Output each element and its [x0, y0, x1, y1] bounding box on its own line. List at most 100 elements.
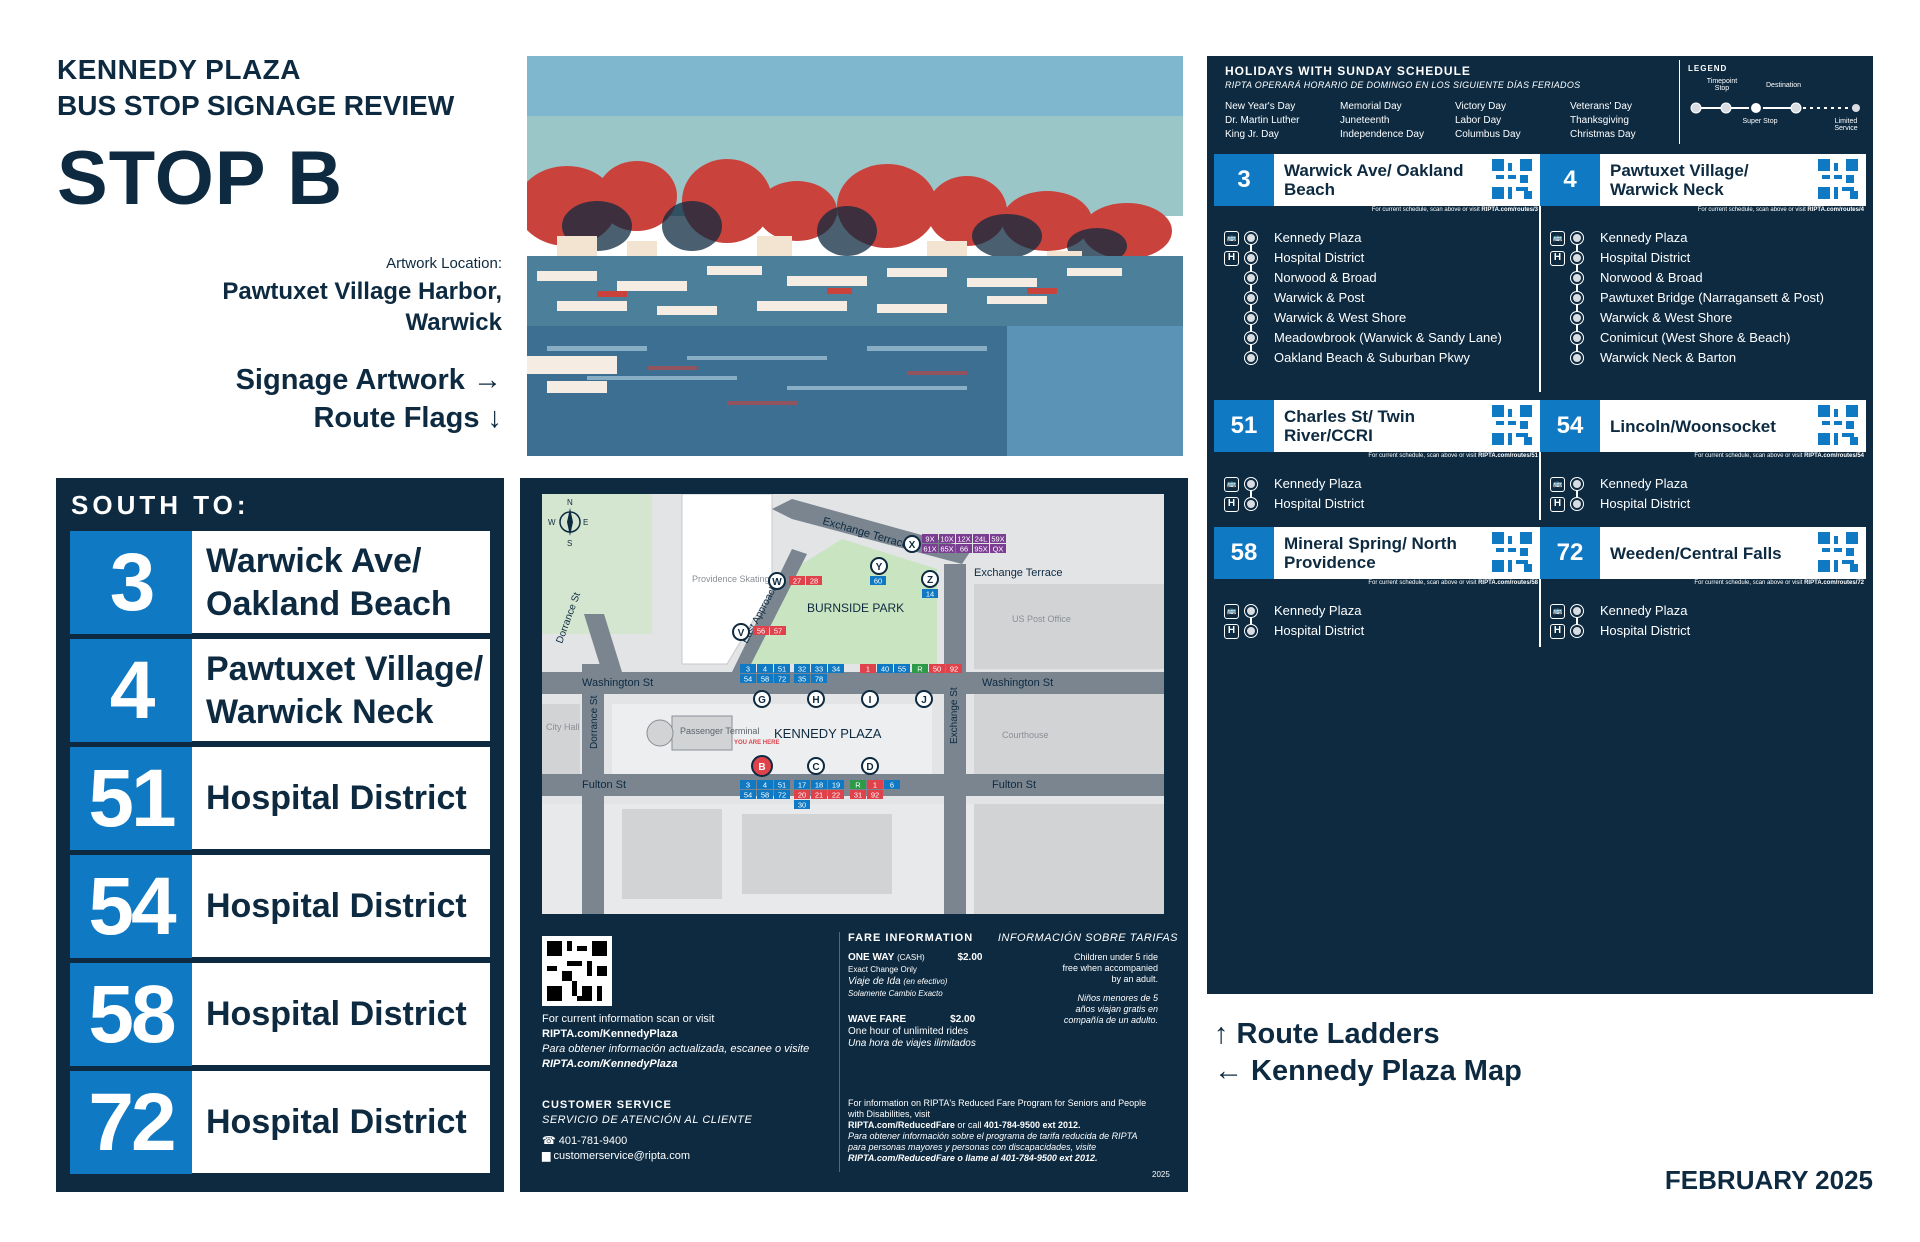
stop-name: Oakland Beach & Suburban Pkwy [1274, 350, 1470, 365]
route-number: 58 [1214, 527, 1274, 579]
washington-st-label: Washington St [582, 677, 653, 689]
hospital-icon: H [1550, 497, 1565, 512]
one-way-es2: (en efectivo) [903, 977, 948, 986]
stop-letter-i: I [869, 695, 872, 706]
route-number: 51 [1214, 400, 1274, 452]
stop-dot [1245, 292, 1257, 304]
stop-dot [1571, 252, 1583, 264]
route-flag-number: 4 [70, 639, 192, 742]
stop-name: Kennedy Plaza [1600, 230, 1688, 245]
route-flag-destination: Hospital District [206, 779, 467, 817]
route-box [740, 790, 756, 799]
reduced-es: Para obtener información sobre el progra… [848, 1131, 1138, 1152]
route-box [870, 576, 886, 585]
customer-service: CUSTOMER SERVICE SERVICIO DE ATENCIÓN AL… [542, 1098, 752, 1164]
stop-marker-d [861, 757, 879, 775]
stop-dot [1245, 232, 1257, 244]
route-box [912, 664, 928, 673]
route-box [806, 576, 822, 585]
route-box-label: 51 [778, 781, 786, 790]
qr-code-icon[interactable] [1818, 159, 1858, 199]
kennedy-plaza-map-panel: Washington St Washington St Fulton St Fu… [520, 478, 1188, 1192]
stop-dot [1571, 292, 1583, 304]
qr-code-icon[interactable] [1492, 159, 1532, 199]
holiday: Veterans' Day [1570, 101, 1632, 112]
stop-name: Warwick & Post [1274, 290, 1365, 305]
wave-fare: WAVE FARE [848, 1014, 907, 1025]
route-box [922, 534, 938, 543]
route-box [774, 674, 790, 683]
qr-code-icon[interactable] [542, 936, 612, 1006]
hospital-icon: H [1224, 251, 1239, 266]
info-es: Para obtener información actualizada, es… [542, 1043, 810, 1055]
stop-name: Kennedy Plaza [1274, 603, 1362, 618]
legend-limited: Limited Service [1834, 118, 1858, 132]
one-way-es: Viaje de Ida [848, 976, 901, 987]
route-box-label: 58 [761, 675, 769, 684]
burnside-park [747, 539, 937, 664]
route-box-label: 14 [926, 590, 934, 599]
holiday: Christmas Day [1570, 129, 1636, 140]
route-url[interactable]: RIPTA.com/routes/3 [1481, 207, 1538, 213]
route-url[interactable]: RIPTA.com/routes/72 [1804, 580, 1864, 586]
legend-destination: Destination [1766, 82, 1802, 89]
compass-icon: N S E W [548, 498, 588, 548]
fulton-st-label: Fulton St [582, 779, 626, 791]
route-url[interactable]: RIPTA.com/routes/58 [1478, 580, 1538, 586]
stop-name: Norwood & Broad [1600, 270, 1703, 285]
route-box [956, 544, 972, 553]
reduced-fare: For information on RIPTA's Reduced Fare … [848, 1098, 1148, 1164]
legend-super: Super Stop [1742, 118, 1778, 125]
cs-phone[interactable]: 401-781-9400 [558, 1135, 628, 1147]
stop-name: Hospital District [1600, 250, 1691, 265]
route-box-label: 54 [744, 791, 752, 800]
reduced-text: For information on RIPTA's Reduced Fare … [848, 1098, 1147, 1119]
route-box [811, 790, 827, 799]
info-url-es[interactable]: RIPTA.com/KennedyPlaza [542, 1058, 678, 1070]
route-box [922, 544, 938, 553]
stop-letter-h: H [812, 695, 819, 706]
route-url[interactable]: RIPTA.com/routes/51 [1478, 453, 1538, 459]
fare-information: FARE INFORMATION INFORMACIÓN SOBRE TARIF… [848, 932, 1178, 1050]
route-box-label: 95X [974, 545, 987, 554]
stop-name: Warwick & West Shore [1274, 310, 1407, 325]
route-box [740, 664, 756, 673]
stop-dot [1245, 332, 1257, 344]
courthouse-label: Courthouse [1002, 730, 1049, 740]
fulton-st-label-east: Fulton St [992, 779, 1036, 791]
route-box-label: 92 [871, 791, 879, 800]
qr-code-icon[interactable] [1492, 532, 1532, 572]
route-flag-51: 51 Hospital District [70, 746, 490, 850]
cs-email[interactable]: customerservice@ripta.com [553, 1150, 690, 1162]
stop-name: Hospital District [1600, 496, 1691, 511]
route-box [956, 534, 972, 543]
ladder-line [1576, 611, 1578, 631]
qr-code-icon[interactable] [1492, 405, 1532, 445]
route-box [828, 790, 844, 799]
route-ladders-label: ↑ Route Ladders [1214, 1018, 1440, 1050]
route-box [990, 544, 1006, 553]
reduced-url[interactable]: RIPTA.com/ReducedFare [848, 1120, 955, 1130]
info-url[interactable]: RIPTA.com/KennedyPlaza [542, 1028, 678, 1040]
stop-name: Kennedy Plaza [1600, 476, 1688, 491]
qr-code-icon[interactable] [1818, 532, 1858, 572]
harbor-artwork [527, 56, 1183, 456]
route-box [757, 664, 773, 673]
stop-name: Kennedy Plaza [1274, 476, 1362, 491]
qr-code-icon[interactable] [1818, 405, 1858, 445]
reduced-phone[interactable]: 401-784-9500 ext 2012. [983, 1120, 1081, 1130]
route-box [877, 664, 893, 673]
route-number: 54 [1540, 400, 1600, 452]
route-box [811, 664, 827, 673]
route-url[interactable]: RIPTA.com/routes/54 [1804, 453, 1864, 459]
hospital-icon: H [1550, 251, 1565, 266]
stop-dot [1571, 352, 1583, 364]
holidays-subtitle: RIPTA OPERARÁ HORARIO DE DOMINGO EN LOS … [1225, 80, 1581, 90]
route-box [973, 544, 989, 553]
route-url[interactable]: RIPTA.com/routes/4 [1807, 207, 1864, 213]
bus-icon: 🚌 [1224, 477, 1239, 492]
route-box-label: 32 [798, 665, 806, 674]
